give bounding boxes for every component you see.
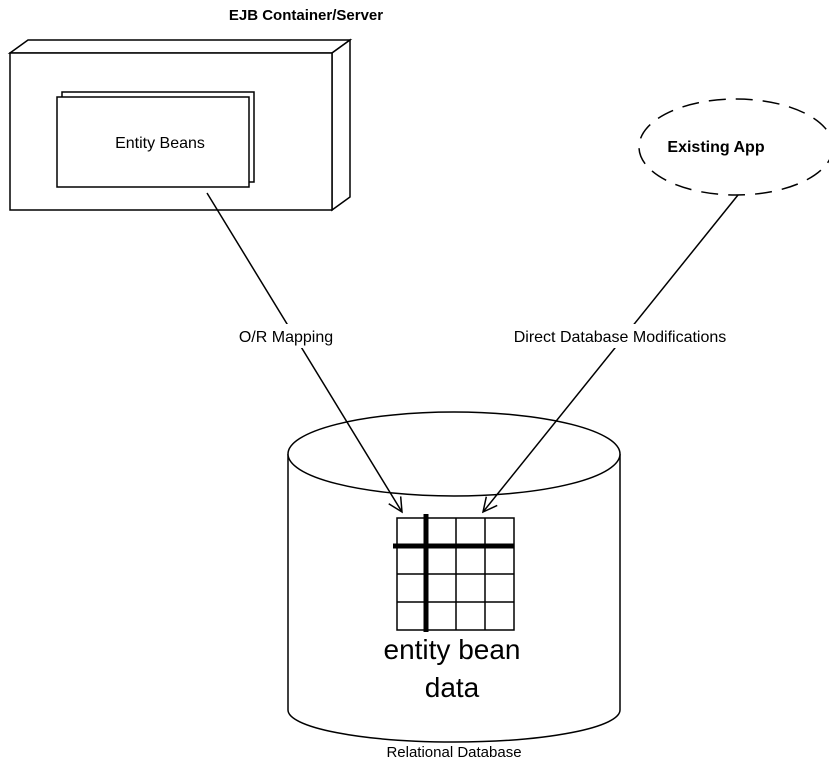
existing-app-ellipse [638,98,829,196]
direct-modifications-arrow [481,194,739,514]
database-label: Relational Database [386,744,521,761]
or-mapping-label: O/R Mapping [239,329,333,346]
container-title: EJB Container/Server [229,7,383,24]
or-mapping-arrow [206,192,403,514]
direct-modifications-label: Direct Database Modifications [514,329,727,346]
entity-beans-box [56,91,255,188]
db-data-line2: data [425,672,480,703]
db-data-line1: entity bean [384,634,521,665]
data-grid-table [393,514,515,632]
entity-beans-label: Entity Beans [115,135,205,152]
existing-app-label: Existing App [667,139,764,156]
